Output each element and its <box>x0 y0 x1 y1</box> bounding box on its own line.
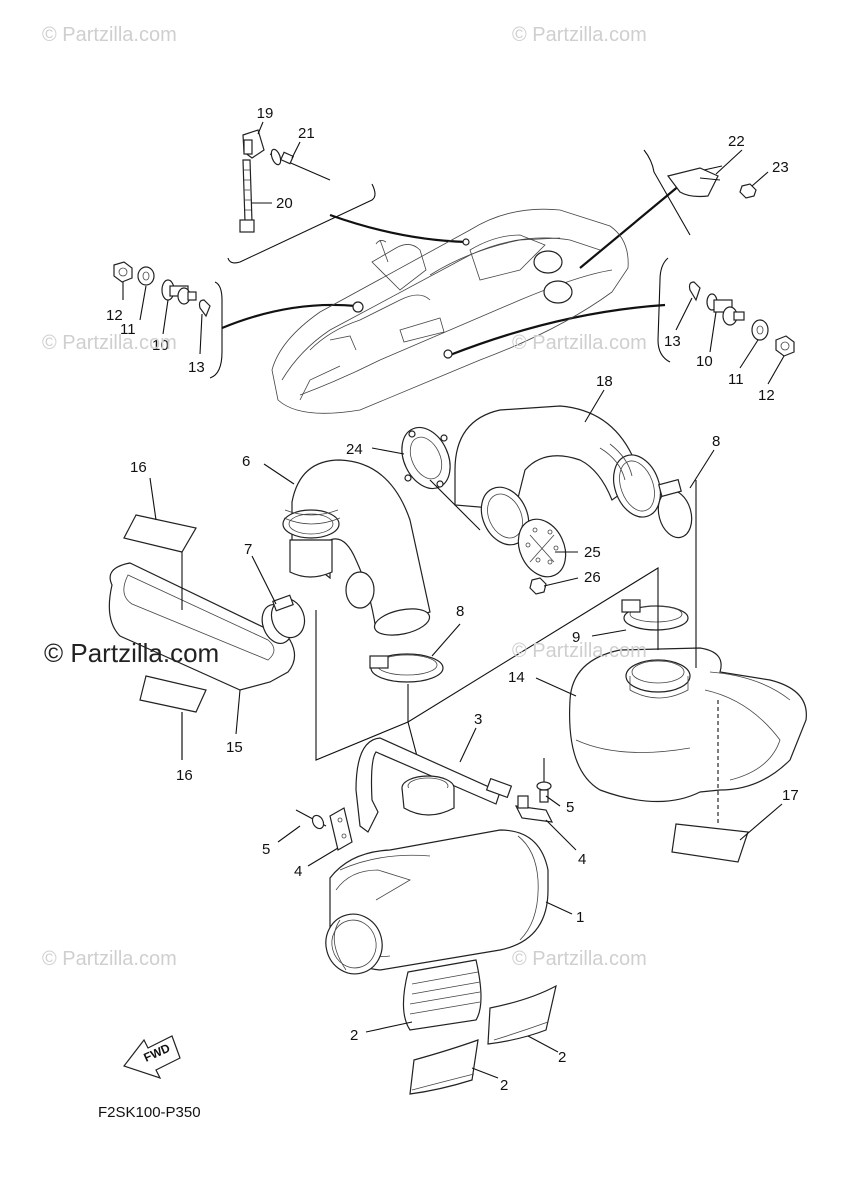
part-3-band <box>355 737 513 833</box>
callout-12-right: 12 <box>758 387 775 404</box>
callout-5-right: 5 <box>566 799 574 816</box>
part-10-grommet-right <box>706 293 745 326</box>
callout-18: 18 <box>596 373 613 390</box>
callout-24: 24 <box>346 441 363 458</box>
part-1-muffler <box>325 829 549 975</box>
leader-frame-left <box>221 303 357 330</box>
callout-4-left: 4 <box>294 863 302 880</box>
fwd-arrow: FWD <box>123 1035 181 1080</box>
part-11-washer-right <box>751 319 769 341</box>
leader-24-pipe <box>429 479 481 531</box>
watermark-bottom-left: © Partzilla.com <box>42 948 177 970</box>
frame-right-bracket <box>657 257 671 363</box>
watermark-center-right: © Partzilla.com <box>512 640 647 662</box>
leader-frame-top <box>329 213 467 244</box>
part-25-gasket-plate <box>517 518 567 578</box>
callout-6: 6 <box>242 453 250 470</box>
callout-19: 19 <box>257 105 274 122</box>
part-10-grommet-left <box>161 279 197 305</box>
watermark-top-left: © Partzilla.com <box>42 24 177 46</box>
part-21-rivet <box>269 148 331 181</box>
part-18-flange <box>480 486 530 546</box>
callout-leaders <box>122 121 785 1079</box>
callout-9: 9 <box>572 629 580 646</box>
part-6-exhaust-elbow <box>282 459 431 636</box>
diagram-reference-code: F2SK100-P350 <box>98 1104 201 1121</box>
leader-frame-upper-right <box>579 184 681 269</box>
callout-numbers: 19 20 21 12 11 10 13 22 23 13 10 11 12 1… <box>106 105 799 1094</box>
part-24-gasket-ring <box>401 426 451 490</box>
watermark-mid-right: © Partzilla.com <box>512 332 647 354</box>
part-2-shield-bottom <box>409 1039 479 1095</box>
watermark-top-right: © Partzilla.com <box>512 24 647 46</box>
callout-13-right: 13 <box>664 333 681 350</box>
part-11-washer-left <box>137 266 155 286</box>
callout-4-right: 4 <box>578 851 586 868</box>
watermark-mid-left: © Partzilla.com <box>42 332 177 354</box>
part-4-bracket-left <box>329 807 353 851</box>
part-26-nut <box>529 577 547 595</box>
callout-21: 21 <box>298 125 315 142</box>
part-14-muffler-box <box>568 647 807 803</box>
watermark-bottom-right: © Partzilla.com <box>512 948 647 970</box>
callout-15: 15 <box>226 739 243 756</box>
callout-23: 23 <box>772 159 789 176</box>
watercraft-outline <box>271 208 629 414</box>
callout-22: 22 <box>728 133 745 150</box>
callout-16-lower: 16 <box>176 767 193 784</box>
part-12-nut-left <box>113 261 133 283</box>
part-18-exhaust-pipe <box>454 405 661 518</box>
part-23-nut <box>739 183 757 199</box>
callout-11-left: 11 <box>120 321 136 338</box>
frame-top-left <box>227 183 376 264</box>
part-20-tie-wrap <box>239 159 255 233</box>
callout-7: 7 <box>244 541 252 558</box>
part-2-shield-right <box>487 984 557 1045</box>
frame-top-right <box>643 149 691 236</box>
part-7-hose-clamp <box>270 594 306 639</box>
frame-left-bracket <box>209 281 223 379</box>
callout-2-right: 2 <box>558 1049 566 1066</box>
part-16-pad-lower <box>139 675 207 713</box>
callout-14: 14 <box>508 669 525 686</box>
callout-20: 20 <box>276 195 293 212</box>
callout-10-right: 10 <box>696 353 713 370</box>
part-13-clip-left <box>198 299 211 318</box>
callout-10-left: 10 <box>152 337 169 354</box>
part-22-bracket <box>666 165 723 198</box>
part-4-bracket-right <box>514 795 554 823</box>
callout-25: 25 <box>584 544 601 561</box>
callout-8-upper: 8 <box>712 433 720 450</box>
callout-16-upper: 16 <box>130 459 147 476</box>
part-12-nut-right <box>775 335 795 357</box>
part-5-rivet-right <box>536 758 552 803</box>
callout-26: 26 <box>584 569 601 586</box>
part-5-rivet-left <box>295 809 327 830</box>
callout-12-left: 12 <box>106 307 123 324</box>
assembly-line-center <box>407 684 419 761</box>
leader-frame-right <box>449 303 666 357</box>
part-17-pad <box>671 823 749 863</box>
part-8-clamp-center <box>369 653 444 683</box>
part-8-clamp-upper <box>657 478 693 539</box>
callout-17: 17 <box>782 787 799 804</box>
callout-13-left: 13 <box>188 359 205 376</box>
callout-11-right: 11 <box>728 371 744 388</box>
watermark-main: © Partzilla.com <box>44 638 220 668</box>
callout-2-bottom: 2 <box>500 1077 508 1094</box>
part-2-shield-center <box>402 959 482 1031</box>
callout-2-left: 2 <box>350 1027 358 1044</box>
part-13-clip-right <box>688 281 701 302</box>
callout-8-center: 8 <box>456 603 464 620</box>
part-9-clamp <box>621 599 689 631</box>
part-16-pad-upper <box>123 514 197 553</box>
callout-5-left: 5 <box>262 841 270 858</box>
callout-1: 1 <box>576 909 584 926</box>
callout-3: 3 <box>474 711 482 728</box>
part-19-clamp <box>242 129 265 159</box>
part-15-water-lock <box>108 562 296 691</box>
